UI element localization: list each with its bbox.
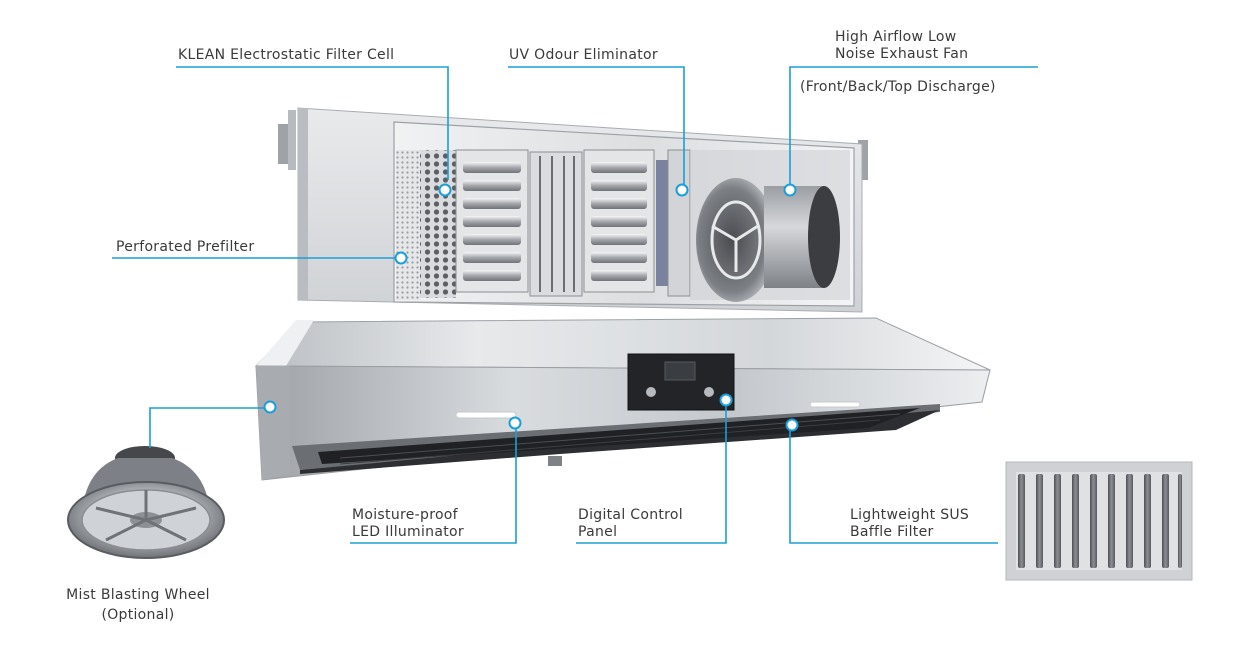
leader-mist-wheel xyxy=(149,407,264,448)
electrostatic-filter-cell xyxy=(420,149,655,298)
hood-canopy xyxy=(254,317,991,481)
callout-dot-mist-wheel xyxy=(263,400,277,414)
label-uv-eliminator: UV Odour Eliminator xyxy=(509,47,658,63)
perforated-prefilter xyxy=(396,150,420,300)
label-mist-wheel: Mist Blasting Wheel (Optional) xyxy=(66,587,210,623)
callout-dot-control xyxy=(719,393,733,407)
callout-dot-baffle xyxy=(785,418,799,432)
callout-dot-prefilter xyxy=(394,251,408,265)
mist-blasting-wheel xyxy=(67,446,225,559)
label-led-illuminator: Moisture-proof LED Illuminator xyxy=(352,507,464,540)
label-klean-filter: KLEAN Electrostatic Filter Cell xyxy=(178,47,395,63)
leader-control xyxy=(576,404,727,544)
callout-dot-led xyxy=(508,416,522,430)
callout-dot-klean xyxy=(438,183,452,197)
leader-fan xyxy=(789,66,1038,184)
digital-control-panel xyxy=(627,353,735,411)
label-exhaust-fan-discharge: (Front/Back/Top Discharge) xyxy=(800,79,996,95)
label-exhaust-fan: High Airflow Low Noise Exhaust Fan xyxy=(835,29,969,62)
callout-dot-uv xyxy=(675,183,689,197)
label-control-panel: Digital Control Panel xyxy=(578,507,683,540)
leader-uv xyxy=(508,66,685,184)
baffle-filter xyxy=(1005,461,1193,581)
leader-klean xyxy=(176,66,449,180)
leader-baffle xyxy=(789,429,998,544)
leader-led xyxy=(350,427,517,544)
label-prefilter: Perforated Prefilter xyxy=(116,239,255,255)
uv-odour-eliminator xyxy=(656,149,691,297)
label-baffle-filter: Lightweight SUS Baffle Filter xyxy=(850,507,970,540)
callout-dot-fan xyxy=(783,183,797,197)
exhaust-fan xyxy=(690,150,850,302)
